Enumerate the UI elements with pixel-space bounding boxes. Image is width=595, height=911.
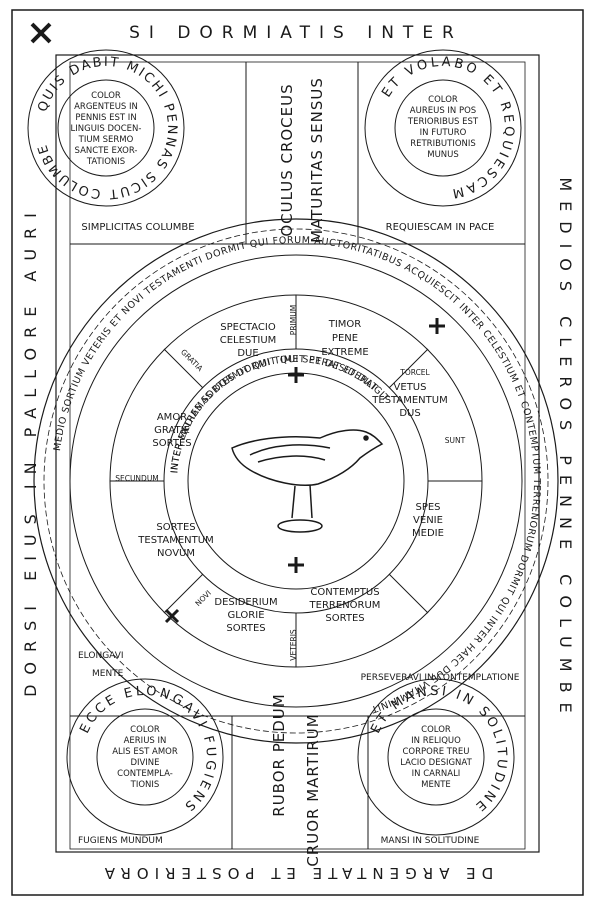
medallion-line: CORPORE TREU — [402, 747, 469, 757]
spoke-label: NOVI — [193, 588, 213, 608]
cross-icon — [288, 367, 304, 383]
segment-text: VENIE — [413, 515, 443, 526]
central-wheel — [33, 218, 559, 744]
segment-text: SORTES — [156, 522, 195, 533]
segment-text: TERRENORUM — [309, 600, 381, 611]
medallion-line: DIVINE — [130, 758, 159, 768]
segment-text: SPECTACIO — [220, 322, 276, 333]
segment-text: AMOR — [157, 412, 187, 423]
segment-text: SORTES — [325, 613, 364, 624]
segment-text: CELESTIUM — [220, 335, 277, 346]
segment-text: NOVUM — [157, 548, 195, 559]
medallion-top-right: ET VOLABO ET REQUIESCAM COLOR AUREUS IN … — [364, 49, 522, 233]
cross-icon — [164, 608, 180, 624]
segment-text: SORTES — [152, 438, 191, 449]
border-bottom-text: DE ARGENTATE ET POSTERIORA — [99, 864, 493, 882]
segment-text: VETUS — [394, 382, 427, 393]
medallion-bottom-right: ET MANSI IN SOLITUDINE COLOR IN RELIQUO … — [357, 673, 520, 846]
segment-text: SORTES — [226, 623, 265, 634]
medallion-line: SANCTE EXOR- — [75, 146, 138, 156]
border-right-text: MEDIOS CLEROS PENNE COLUMBE — [556, 177, 575, 722]
medallion-line: ALIS EST AMOR — [112, 747, 178, 757]
segment-text: DUS — [399, 408, 420, 419]
medallion-line: TERIORIBUS EST — [407, 117, 479, 127]
medallion-caption: SIMPLICITAS COLUMBE — [81, 222, 194, 233]
border-left-text: DORSI EIUS IN PALLORE AURI — [21, 203, 40, 697]
medallion-caption: FUGIENS MUNDUM — [78, 836, 163, 846]
medallion-bottom-left: ECCE ELONGAVI FUGIENS COLOR AERIUS IN AL… — [66, 651, 224, 846]
spoke-label: SECUNDUM — [115, 474, 159, 483]
medallion-line: PENNIS EST IN — [75, 113, 136, 123]
segment-text: DUE — [237, 348, 258, 359]
top-band-text-1: OCULUS CROCEUS — [278, 83, 296, 236]
segment-text: CONTEMPTUS — [310, 587, 379, 598]
medallion-line: TIONIS — [130, 780, 160, 790]
segment-text: TIMOR — [328, 319, 362, 330]
medallion-caption: PERSEVERAVI IN CONTEMPLATIONE — [361, 673, 520, 683]
medallion-line: COLOR — [421, 725, 451, 735]
middle-caption: MENTE — [92, 669, 124, 679]
cross-icon — [429, 318, 445, 334]
segment-text: MEDIE — [412, 528, 444, 539]
dove-icon — [231, 429, 384, 533]
medallion-caption: REQUIESCAM IN PACE — [386, 222, 495, 233]
bottom-band-text-1: RUBOR PEDUM — [270, 693, 288, 816]
border-top-text: SI DORMIATIS INTER — [129, 23, 463, 43]
spoke-label: TORCEL — [399, 368, 430, 377]
cross-icon — [30, 22, 52, 44]
segment-text: EXTREME — [321, 347, 368, 358]
medallion-line: RETRIBUTIONIS — [410, 139, 476, 149]
medallion-top-left: QUIS DABIT MICHI PENNAS SICUT COLUMBE CO… — [27, 49, 195, 233]
cross-icon — [288, 557, 304, 573]
medallion-line: TIUM SERMO — [78, 135, 134, 145]
spoke-label: PRIMUM — [289, 305, 298, 335]
medallion-line: MUNUS — [427, 150, 459, 160]
top-band-text-2: MATURITAS SENSUS — [308, 77, 326, 243]
medallion-line: IN FUTURO — [420, 128, 467, 138]
medallion-line: IN CARNALI — [412, 769, 461, 779]
spoke-label: VETERIS — [289, 629, 298, 661]
medallion-caption: MANSI IN SOLITUDINE — [381, 836, 480, 846]
medallion-line: MENTE — [421, 780, 451, 790]
medallion-line: COLOR — [428, 95, 458, 105]
medallion-line: LACIO DESIGNAT — [400, 758, 472, 768]
medallion-line: AUREUS IN POS — [410, 106, 476, 116]
segment-text: GRATIE — [154, 425, 190, 436]
segment-text: GLORIE — [227, 610, 264, 621]
medallion-line: CONTEMPLA- — [117, 769, 173, 779]
medallion-line: IN RELIQUO — [411, 736, 461, 746]
medallion-line: TATIONIS — [86, 157, 125, 167]
frame — [11, 9, 584, 896]
medallion-line: COLOR — [130, 725, 160, 735]
spoke-label: SUNT — [445, 436, 466, 445]
segment-text: PENE — [332, 333, 358, 344]
medallion-line: AERIUS IN — [124, 736, 167, 746]
spoke-label: GRATIA — [179, 347, 205, 373]
segment-text: TESTAMENTUM — [137, 535, 213, 546]
segment-text: TESTAMENTUM — [371, 395, 447, 406]
medallion-line: COLOR — [91, 91, 121, 101]
medallion-line: ARGENTEUS IN — [74, 102, 138, 112]
segment-text: DESIDERIUM — [214, 597, 277, 608]
medallion-line: LINGUIS DOCEN- — [71, 124, 142, 134]
segment-text: SPES — [415, 502, 440, 513]
bottom-band-text-2: CRUOR MARTIRUM — [304, 713, 322, 866]
